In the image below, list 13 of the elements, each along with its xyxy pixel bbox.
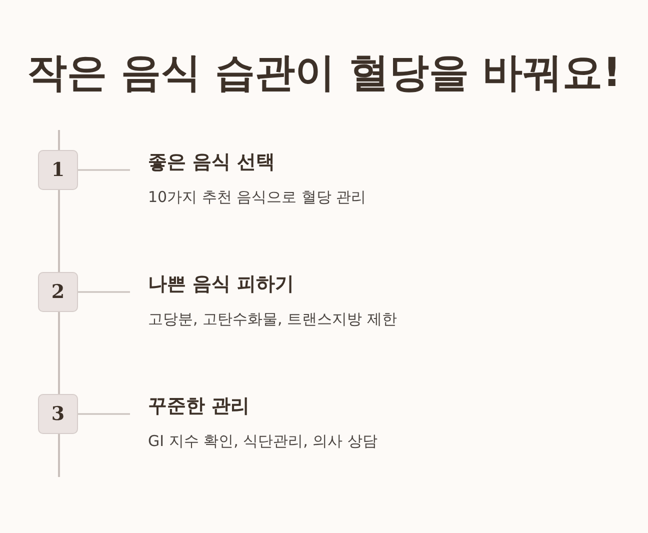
- connector-line: [78, 169, 130, 171]
- step-description: GI 지수 확인, 식단관리, 의사 상담: [148, 431, 378, 452]
- step-heading: 나쁜 음식 피하기: [148, 272, 294, 297]
- step-heading: 꾸준한 관리: [148, 394, 250, 419]
- step-number: 2: [38, 272, 78, 312]
- step-description: 10가지 추천 음식으로 혈당 관리: [148, 187, 366, 208]
- step-number: 1: [38, 150, 78, 190]
- connector-line: [78, 291, 130, 293]
- step-number: 3: [38, 394, 78, 434]
- connector-line: [78, 413, 130, 415]
- title: 작은 음식 습관이 혈당을 바꿔요!: [26, 49, 622, 98]
- step-heading: 좋은 음식 선택: [148, 150, 276, 175]
- step-description: 고당분, 고탄수화물, 트랜스지방 제한: [148, 309, 397, 330]
